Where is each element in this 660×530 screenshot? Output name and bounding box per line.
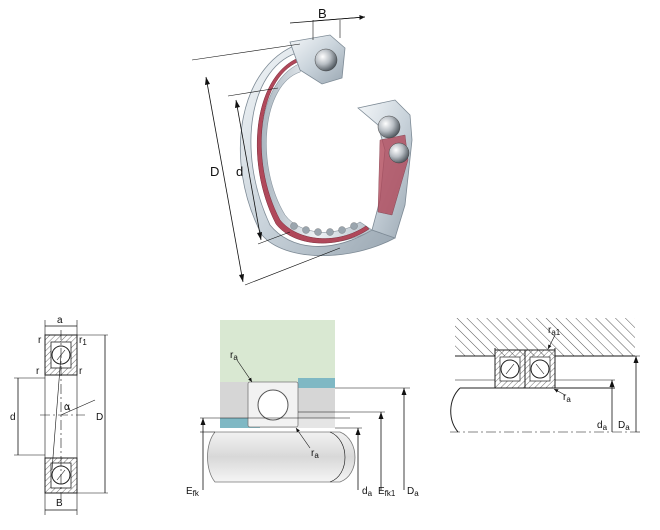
label-Efk: Efk (186, 486, 200, 498)
label-da-right: da (597, 420, 608, 432)
label-alpha: α (64, 402, 70, 413)
label-ra-bottom: ra (311, 448, 319, 460)
cage (256, 55, 370, 244)
ball-right-upper (377, 115, 401, 139)
dim-label-D-left: D (96, 412, 103, 423)
mounting-diagram: Efk da Efk1 Da ra ra (186, 320, 419, 498)
label-r1: r1 (79, 335, 87, 347)
label-r-right: r (79, 366, 83, 377)
duplex-arrangement: ra1 ra da Da (450, 318, 640, 433)
label-ra1: ra1 (548, 325, 561, 337)
ball-right-lower (388, 142, 410, 164)
dim-label-d-left: d (10, 412, 16, 423)
label-da-mid: da (362, 486, 373, 498)
label-ra-top: ra (230, 350, 238, 362)
dim-label-B: B (318, 6, 327, 21)
ball-row-bottom (290, 222, 358, 236)
shaft (207, 431, 356, 483)
bearing-cross-section: a r r1 r r α d D B (10, 315, 108, 515)
label-r-left: r (36, 366, 40, 377)
bearing-3d-view: B D d (191, 6, 413, 286)
dim-label-d: d (236, 164, 243, 179)
housing-zone (220, 320, 335, 382)
duplex-shaft (450, 387, 615, 433)
label-Da-mid: Da (407, 486, 419, 498)
dim-label-B-left: B (56, 498, 63, 509)
label-Efk1: Efk1 (378, 486, 396, 498)
label-r-top: r (38, 335, 42, 346)
dim-label-D: D (210, 164, 219, 179)
ball-top (314, 48, 338, 72)
label-Da-right: Da (618, 420, 630, 432)
label-ra-right: ra (563, 392, 571, 404)
dim-label-a: a (57, 315, 63, 326)
mount-ball (257, 389, 289, 421)
